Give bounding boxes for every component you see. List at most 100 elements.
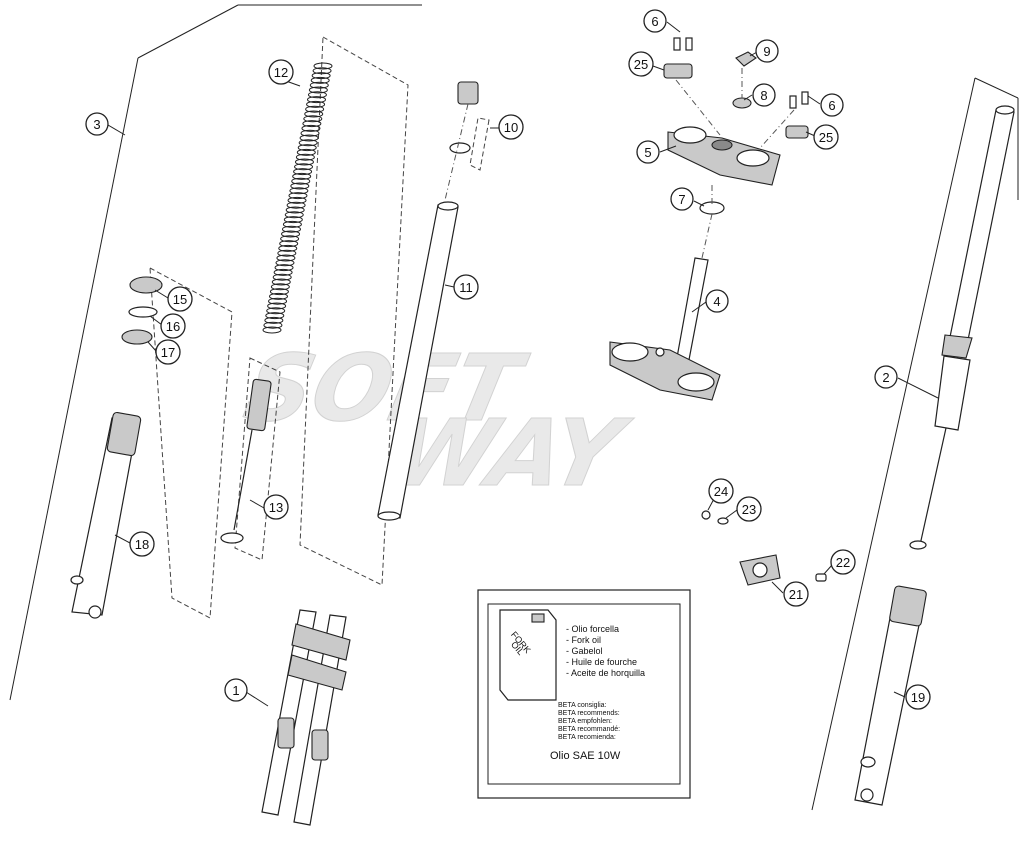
callout-13: 13	[263, 494, 289, 520]
callout-6b: 6	[820, 93, 844, 117]
callout-25a: 25	[628, 51, 654, 77]
callout-12: 12	[268, 59, 294, 85]
spring-coil	[291, 177, 311, 185]
watermark-line2: WAY	[382, 400, 639, 507]
svg-text:9: 9	[763, 44, 770, 59]
svg-text:25: 25	[634, 57, 648, 72]
spring-coil	[294, 158, 314, 166]
callout-9: 9	[755, 39, 779, 63]
spring-coil	[305, 105, 325, 113]
watermark-line1: SOFT	[236, 335, 535, 442]
spring-coil	[269, 288, 289, 296]
svg-text:25: 25	[819, 130, 833, 145]
top-hardware	[663, 37, 809, 259]
spring-coil	[285, 206, 305, 214]
oil-names-list: - Olio forcella- Fork oil- Gabelol- Huil…	[566, 624, 645, 678]
oil-name-item: - Gabelol	[566, 646, 603, 656]
spring-coil	[267, 302, 287, 310]
oil-name-item: - Fork oil	[566, 635, 601, 645]
upper-triple-clamp	[667, 126, 781, 186]
spring-coil	[304, 110, 324, 118]
spring-coil	[290, 182, 310, 190]
svg-text:1: 1	[232, 683, 239, 698]
oil-recommend-item: BETA consiglia:	[558, 702, 607, 709]
svg-text:15: 15	[173, 292, 187, 307]
callouts: 1 2 3 4 5 6 6 7 8 9 10 11 12 13 15 16 17…	[85, 9, 931, 710]
complete-fork	[261, 609, 351, 826]
outer-leg-right	[854, 585, 927, 806]
callout-11: 11	[453, 274, 479, 300]
svg-text:2: 2	[882, 370, 889, 385]
spring-coil	[272, 273, 292, 281]
spring-coil	[293, 168, 313, 176]
spring-coil	[288, 192, 308, 200]
spring-coil	[310, 76, 330, 84]
svg-text:16: 16	[166, 319, 180, 334]
svg-text:22: 22	[836, 555, 850, 570]
svg-text:8: 8	[760, 88, 767, 103]
spring-coil	[271, 278, 291, 286]
spring-coil	[294, 163, 314, 171]
watermark: SOFT WAY	[236, 334, 640, 507]
spring-coil	[299, 134, 319, 142]
spring-coil	[282, 220, 302, 228]
spring-coil	[283, 216, 303, 224]
callout-8: 8	[752, 83, 776, 107]
spring-coil	[307, 91, 327, 99]
oil-name-item: - Huile de fourche	[566, 657, 637, 667]
spring-coil	[289, 187, 309, 195]
spring-coil	[264, 316, 284, 324]
spring-coil	[281, 225, 301, 233]
seal-parts	[121, 276, 163, 345]
oil-name-item: - Olio forcella	[566, 624, 619, 634]
svg-text:11: 11	[459, 280, 473, 295]
svg-text:6: 6	[651, 14, 658, 29]
spring-coil	[298, 139, 318, 147]
spring-coil	[277, 249, 297, 257]
spring-coil	[268, 297, 288, 305]
spring-coil	[284, 211, 304, 219]
spring-coil	[286, 201, 306, 209]
spring-coil	[302, 120, 322, 128]
spring-coil	[296, 148, 316, 156]
callout-21: 21	[783, 581, 809, 607]
top-cap	[444, 81, 479, 201]
svg-text:19: 19	[911, 690, 925, 705]
callout-17: 17	[155, 339, 181, 365]
callout-3: 3	[85, 112, 109, 136]
svg-text:24: 24	[714, 484, 728, 499]
dashed-frames	[149, 36, 490, 619]
callout-16: 16	[160, 313, 186, 339]
spring-coil	[311, 72, 331, 80]
callout-1: 1	[224, 678, 248, 702]
svg-text:23: 23	[742, 502, 756, 517]
spring-coil	[297, 144, 317, 152]
leader-lines	[107, 21, 939, 707]
svg-text:6: 6	[828, 98, 835, 113]
svg-text:18: 18	[135, 537, 149, 552]
spring-coil	[276, 254, 296, 262]
oil-recommends-list: BETA consiglia:BETA recommends:BETA empf…	[558, 702, 620, 741]
spring-coil	[275, 259, 295, 267]
spring-coil	[292, 172, 312, 180]
frame-right-leg	[811, 77, 1019, 811]
spring-coil	[280, 235, 300, 243]
callout-10: 10	[498, 114, 524, 140]
oil-recommend-item: BETA recommends:	[558, 710, 620, 717]
svg-text:10: 10	[504, 120, 518, 135]
spring-coil	[313, 62, 333, 70]
oil-recommend-item: BETA recomienda:	[558, 734, 616, 741]
callout-19: 19	[905, 684, 931, 710]
spring-coil	[300, 129, 320, 137]
fork-tube	[377, 201, 459, 521]
callout-23: 23	[736, 496, 762, 522]
spring-coil	[279, 240, 299, 248]
lower-triple-clamp	[609, 257, 721, 401]
spring-coil	[312, 67, 332, 75]
svg-text:13: 13	[269, 500, 283, 515]
frame-left-leg	[9, 4, 422, 701]
spring-coil	[301, 124, 321, 132]
svg-text:3: 3	[93, 117, 100, 132]
spring-coil	[268, 292, 288, 300]
